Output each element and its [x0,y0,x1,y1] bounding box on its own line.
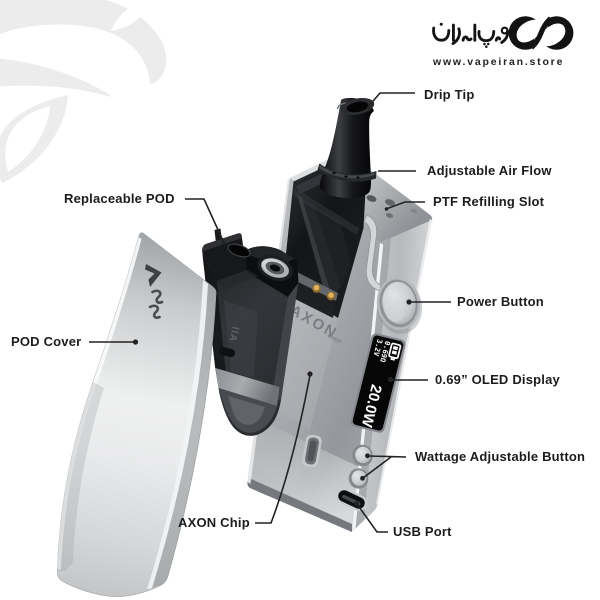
leader-ptf-slot [385,201,425,210]
leader-axon-chip [255,374,311,524]
callout-power-button: Power Button [457,294,544,309]
callout-ptf-slot: PTF Refilling Slot [433,194,545,209]
plate-brand-marks [145,264,164,319]
leader-usb-port [356,503,388,533]
power-button [376,277,423,334]
brand-logo [432,16,574,50]
brand-persian-wordmark [432,22,509,48]
watermark-logo-icon [0,0,167,183]
brand-url: www.vapeiran.store [433,56,565,68]
callout-axon-chip: AXON Chip [178,515,250,530]
drip-tip [317,97,377,199]
callout-air-flow: Adjustable Air Flow [427,163,552,178]
device-body: AXON CHIP [247,97,433,532]
callout-usb-port: USB Port [393,524,452,539]
callout-pod-cover: POD Cover [11,334,82,349]
leader-drip-tip [367,92,415,108]
brand-logo-icon [508,16,574,50]
callout-replaceable-pod: Replaceable POD [64,191,175,206]
leader-dots [132,105,412,506]
leader-lines [89,92,451,533]
svg-text:IIA: IIA [226,325,240,343]
wattage-down-button [348,468,369,489]
pod-cover [56,232,217,597]
callout-wattage-button: Wattage Adjustable Button [415,449,586,464]
pod-side-marking: IIA [226,325,240,343]
callout-oled-display: 0.69” OLED Display [435,372,560,387]
wattage-up-button [352,444,373,467]
front-vent-slot [302,434,322,468]
pod-bay-window [283,158,367,318]
callout-drip-tip: Drip Tip [424,87,475,102]
leader-replaceable-pod [185,198,225,244]
oled-display: 0.69Ω 3.2V 20.0W [350,333,406,433]
svg-text:3.2V: 3.2V [371,338,384,358]
replaceable-pod: IIA [202,228,299,436]
leader-wattage-buttons [362,455,407,479]
pod-airflow-eyelet [257,255,293,281]
ptf-slot-and-screws [366,195,418,218]
battery-icon [388,342,402,361]
pod-mouth-slot [227,243,251,258]
